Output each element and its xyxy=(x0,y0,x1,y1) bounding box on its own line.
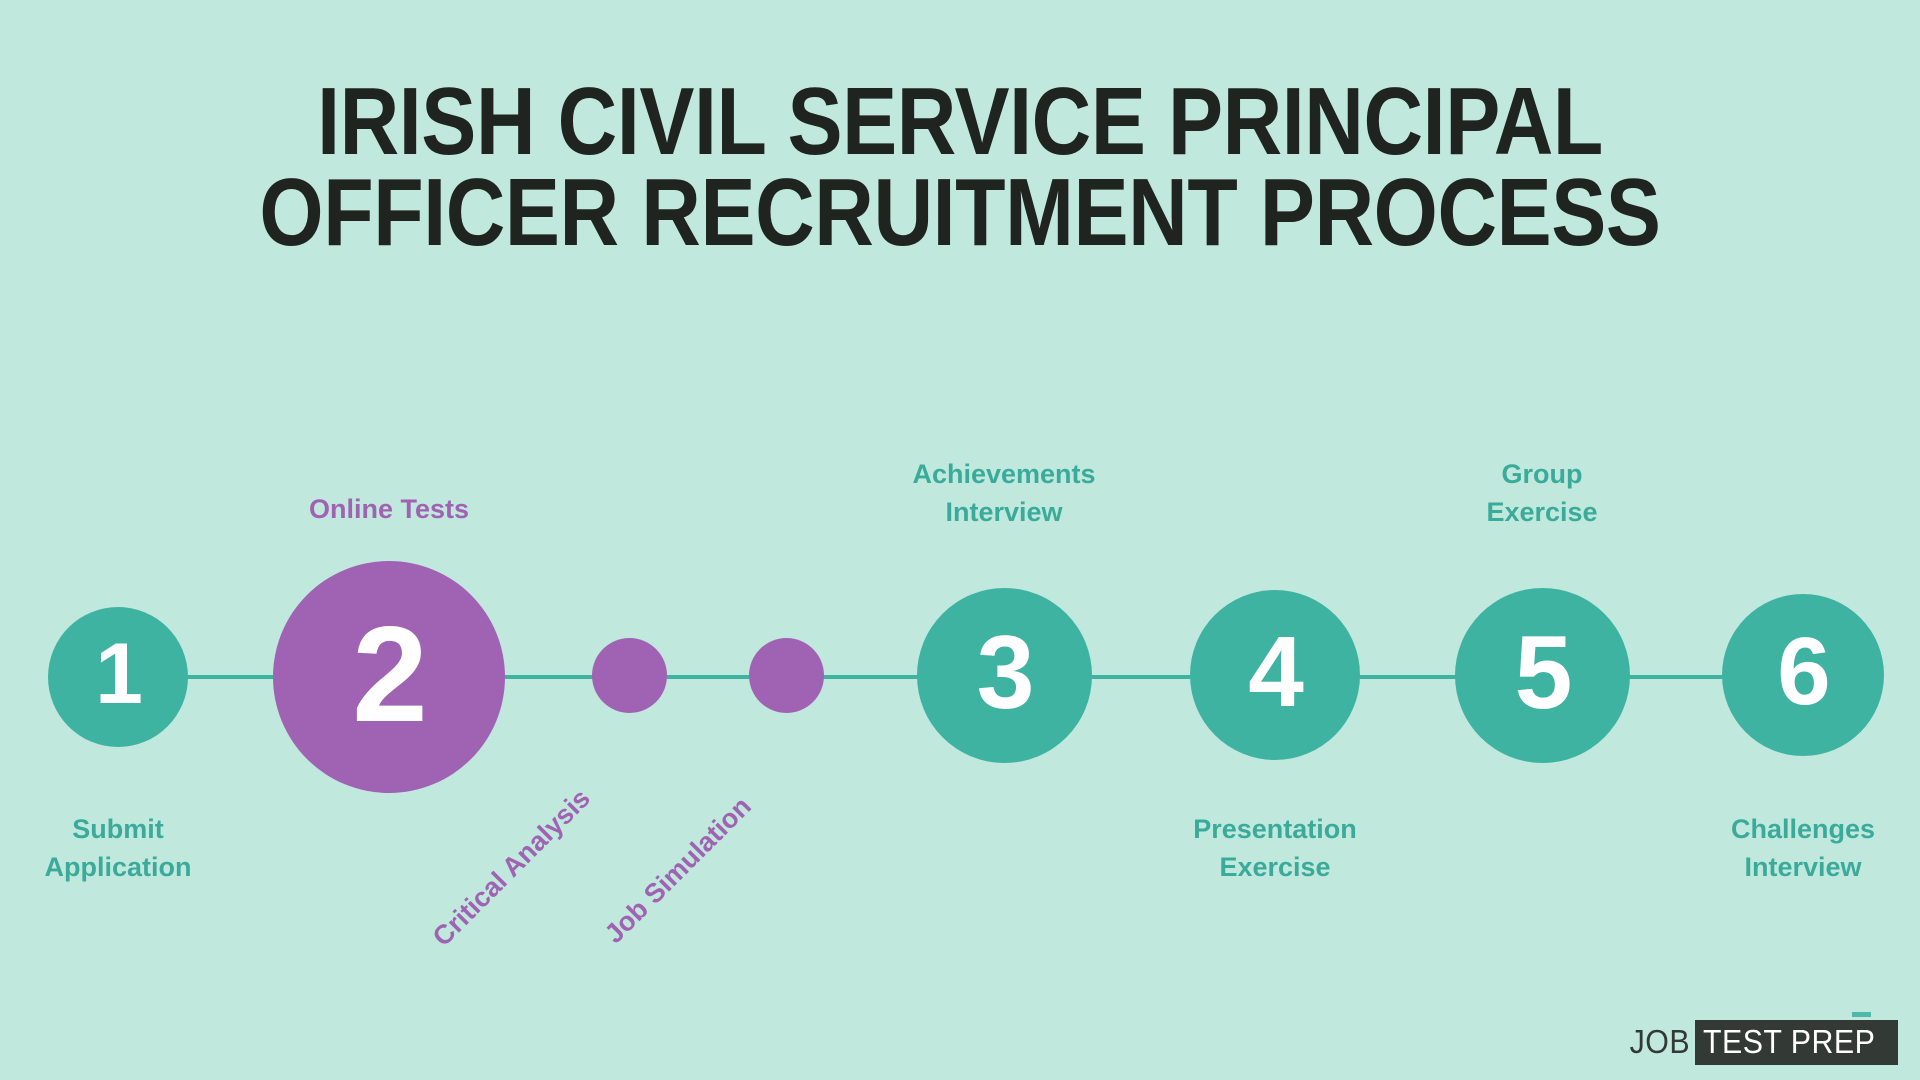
timeline-label-step-1: Submit Application xyxy=(44,814,192,883)
timeline-node-step-6[interactable]: 6 xyxy=(1722,594,1884,756)
jobtestprep-logo[interactable]: JOB TEST PREP xyxy=(1624,1011,1898,1065)
timeline-node-number: 4 xyxy=(1248,616,1304,728)
timeline-node-number: 5 xyxy=(1514,614,1573,731)
timeline-node-job-simulation[interactable] xyxy=(749,638,824,713)
timeline-label-critical-analysis: Critical Analysis xyxy=(426,782,596,953)
timeline-node-step-4[interactable]: 4 xyxy=(1190,590,1360,760)
timeline-node-number: 1 xyxy=(95,626,143,722)
timeline-label-step-3: Achievements Interview xyxy=(912,459,1096,528)
logo-badge: TEST PREP xyxy=(1694,1011,1898,1065)
timeline-node-step-3[interactable]: 3 xyxy=(917,588,1092,763)
page-title-line-2: OFFICER RECRUITMENT PROCESS xyxy=(259,159,1661,267)
timeline-node-number: 6 xyxy=(1777,618,1830,725)
logo-text-job: JOB xyxy=(1629,1023,1691,1060)
timeline-label-step-4: Presentation Exercise xyxy=(1193,814,1357,883)
timeline-label-step-6: Challenges Interview xyxy=(1730,814,1876,883)
timeline-node-step-1[interactable]: 1 xyxy=(48,607,188,747)
timeline-node-step-2[interactable]: 2 xyxy=(273,561,505,793)
timeline-node-number: 3 xyxy=(976,614,1035,731)
logo-accent-dash-icon xyxy=(1852,1011,1871,1017)
page-title-line-1: IRISH CIVIL SERVICE PRINCIPAL xyxy=(317,68,1603,175)
timeline-label-step-2: Online Tests xyxy=(308,494,470,524)
logo-text-testprep: TEST PREP xyxy=(1702,1022,1876,1060)
page-title: IRISH CIVIL SERVICE PRINCIPAL OFFICER RE… xyxy=(0,68,1920,267)
timeline-label-job-simulation: Job Simulation xyxy=(598,790,757,950)
timeline-label-step-5: Group Exercise xyxy=(1486,459,1598,528)
timeline-node-step-5[interactable]: 5 xyxy=(1455,588,1630,763)
timeline-node-critical-analysis[interactable] xyxy=(592,638,667,713)
timeline-node-number: 2 xyxy=(352,598,428,750)
